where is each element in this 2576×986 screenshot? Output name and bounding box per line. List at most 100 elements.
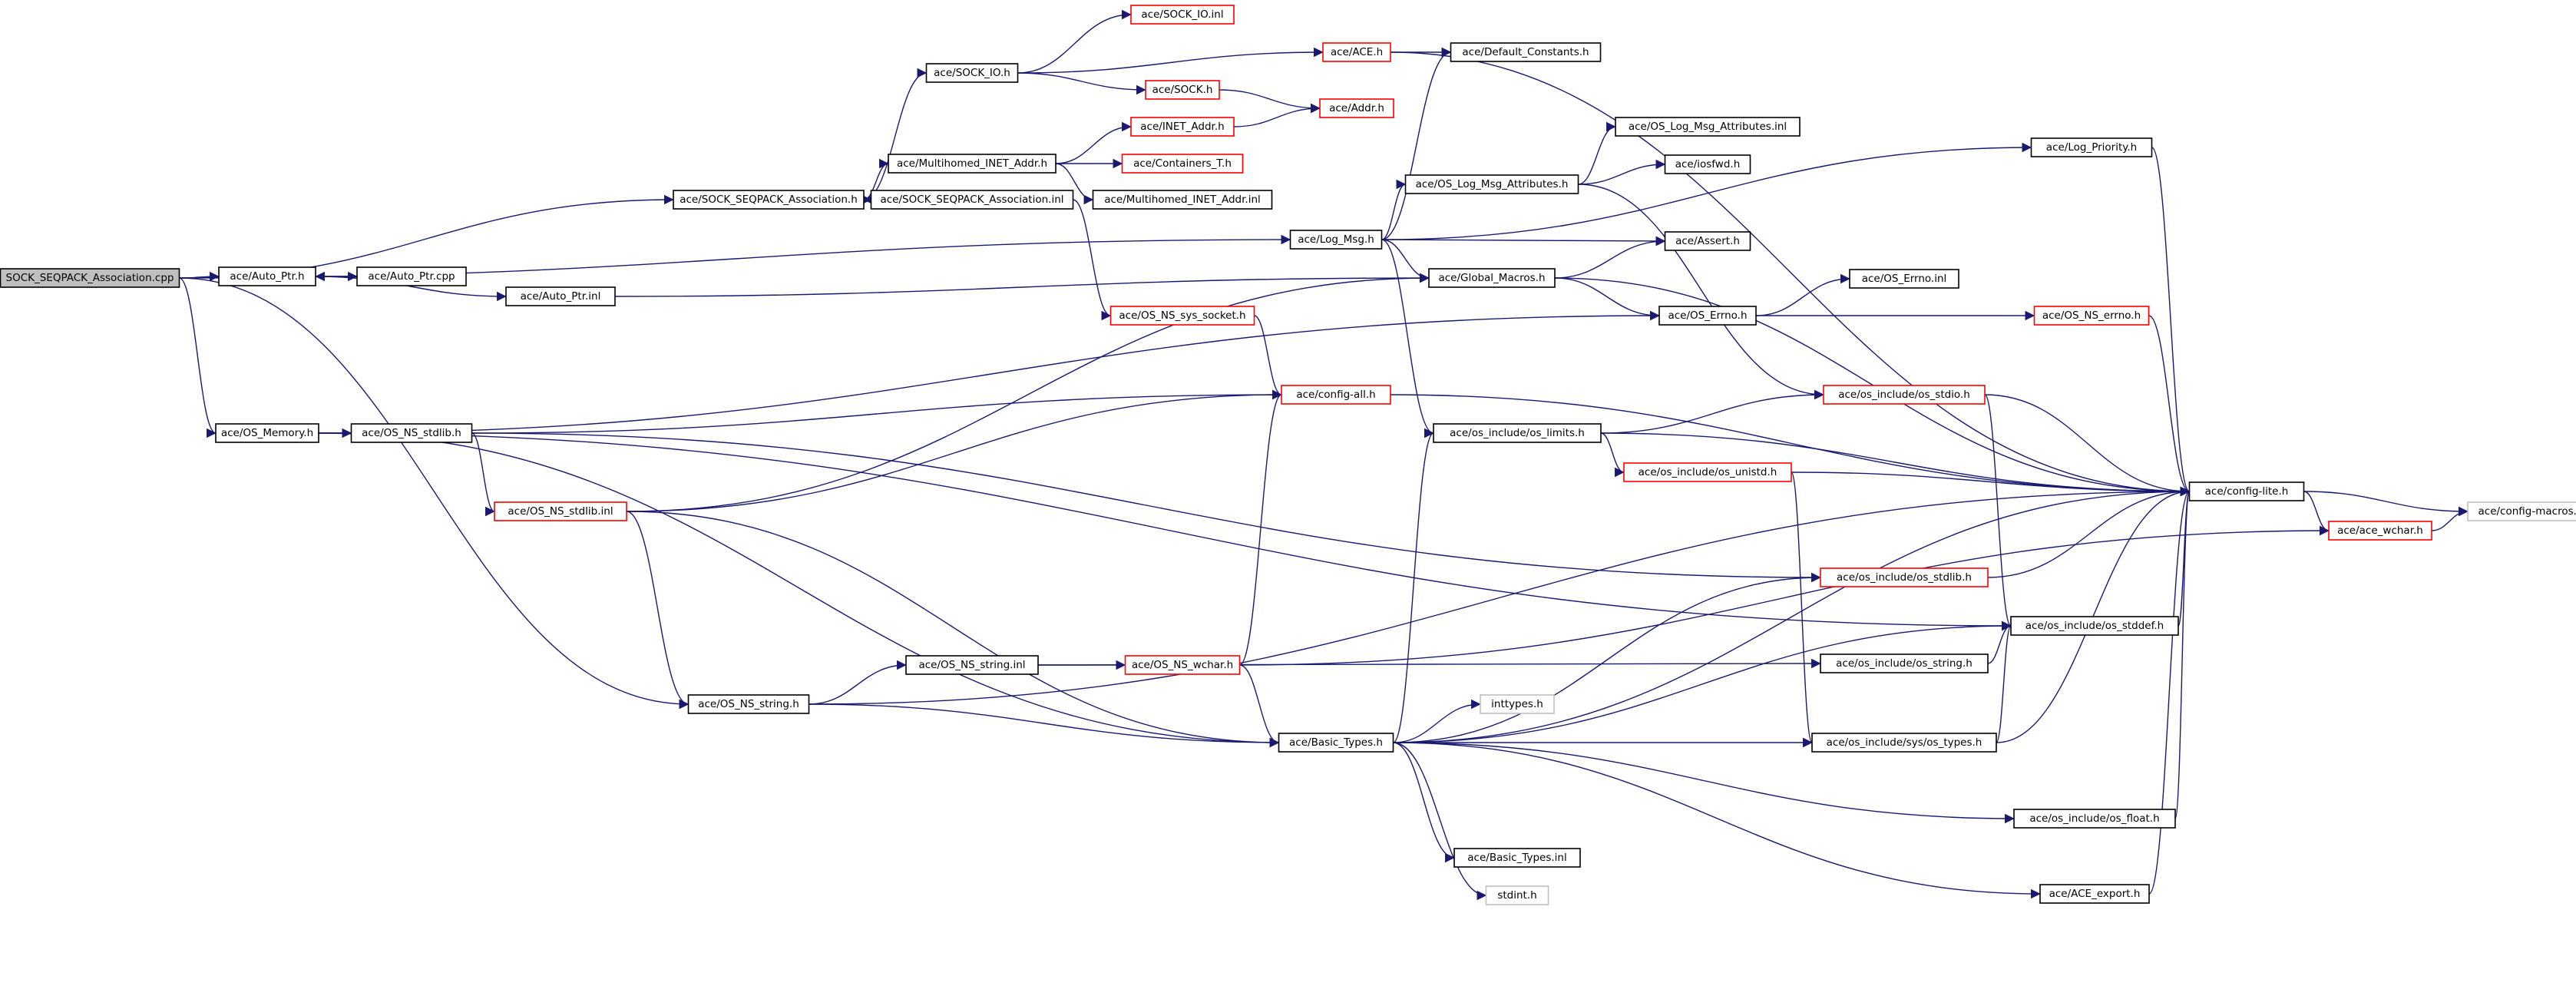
node-auto-ptr-cpp[interactable]: ace/Auto_Ptr.cpp — [356, 266, 467, 286]
node-sock-h[interactable]: ace/SOCK.h — [1145, 80, 1220, 100]
node-box[interactable] — [870, 190, 1074, 210]
node-box[interactable] — [350, 423, 473, 443]
node-iosfwd[interactable]: ace/iosfwd.h — [1664, 154, 1751, 174]
node-basic-types-h[interactable]: ace/Basic_Types.h — [1278, 733, 1394, 753]
node-os-unistd[interactable]: ace/os_include/os_unistd.h — [1623, 462, 1792, 482]
node-global-macros[interactable]: ace/Global_Macros.h — [1428, 268, 1556, 288]
node-os-ns-string-inl[interactable]: ace/OS_NS_string.inl — [905, 655, 1039, 675]
node-log-msg-attr-inl[interactable]: ace/OS_Log_Msg_Attributes.inl — [1615, 117, 1801, 137]
node-box[interactable] — [1820, 567, 1989, 587]
node-box[interactable] — [2039, 884, 2150, 904]
node-box[interactable] — [1433, 423, 1602, 443]
node-log-priority[interactable]: ace/Log_Priority.h — [2030, 137, 2153, 157]
node-os-limits[interactable]: ace/os_include/os_limits.h — [1433, 423, 1602, 443]
node-box[interactable] — [0, 268, 180, 288]
node-sock-seqpack-h[interactable]: ace/SOCK_SEQPACK_Association.h — [673, 190, 865, 210]
node-os-ns-string-h[interactable]: ace/OS_NS_string.h — [687, 694, 810, 714]
node-box[interactable] — [2010, 616, 2179, 636]
node-box[interactable] — [2467, 501, 2576, 521]
node-box[interactable] — [925, 63, 1019, 83]
node-box[interactable] — [1811, 733, 1997, 753]
node-auto-ptr-inl[interactable]: ace/Auto_Ptr.inl — [505, 286, 616, 306]
node-box[interactable] — [356, 266, 467, 286]
node-box[interactable] — [1281, 385, 1391, 405]
node-box[interactable] — [2013, 809, 2176, 829]
node-box[interactable] — [218, 266, 316, 286]
node-os-ns-stdlib-inl[interactable]: ace/OS_NS_stdlib.inl — [494, 501, 627, 521]
node-config-lite[interactable]: ace/config-lite.h — [2188, 481, 2305, 501]
node-sock-io-h[interactable]: ace/SOCK_IO.h — [925, 63, 1019, 83]
node-os-float[interactable]: ace/os_include/os_float.h — [2013, 809, 2176, 829]
node-box[interactable] — [1121, 154, 1244, 174]
node-os-stdio[interactable]: ace/os_include/os_stdio.h — [1823, 385, 1986, 405]
node-box[interactable] — [1480, 694, 1555, 714]
node-box[interactable] — [215, 423, 319, 443]
node-box[interactable] — [1145, 80, 1220, 100]
node-box[interactable] — [1450, 42, 1602, 62]
node-box[interactable] — [2033, 306, 2150, 326]
node-box[interactable] — [1615, 117, 1801, 137]
node-inet-addr[interactable]: ace/INET_Addr.h — [1130, 117, 1235, 137]
node-os-stddef[interactable]: ace/os_include/os_stddef.h — [2010, 616, 2179, 636]
node-os-errno-inl[interactable]: ace/OS_Errno.inl — [1849, 269, 1959, 289]
node-box[interactable] — [1404, 174, 1579, 194]
node-box[interactable] — [494, 501, 627, 521]
node-box[interactable] — [1130, 5, 1235, 25]
node-box[interactable] — [2328, 521, 2432, 541]
node-os-ns-wchar[interactable]: ace/OS_NS_wchar.h — [1124, 655, 1241, 675]
node-ace-export[interactable]: ace/ACE_export.h — [2039, 884, 2150, 904]
node-box[interactable] — [1322, 42, 1391, 62]
node-box[interactable] — [888, 154, 1057, 174]
node-os-memory[interactable]: ace/OS_Memory.h — [215, 423, 319, 443]
node-log-msg[interactable]: ace/Log_Msg.h — [1289, 230, 1383, 250]
node-addr-h[interactable]: ace/Addr.h — [1319, 98, 1394, 118]
node-basic-types-inl[interactable]: ace/Basic_Types.inl — [1453, 848, 1581, 868]
node-assert-h[interactable]: ace/Assert.h — [1664, 231, 1751, 251]
node-root[interactable]: SOCK_SEQPACK_Association.cpp — [0, 268, 180, 288]
node-os-ns-errno[interactable]: ace/OS_NS_errno.h — [2033, 306, 2150, 326]
node-ace-h[interactable]: ace/ACE.h — [1322, 42, 1391, 62]
node-stdint[interactable]: stdint.h — [1485, 885, 1549, 905]
node-box[interactable] — [1849, 269, 1959, 289]
node-sock-io-inl[interactable]: ace/SOCK_IO.inl — [1130, 5, 1235, 25]
node-log-msg-attr-h[interactable]: ace/OS_Log_Msg_Attributes.h — [1404, 174, 1579, 194]
node-box[interactable] — [1820, 653, 1989, 673]
node-multihomed-inl[interactable]: ace/Multihomed_INET_Addr.inl — [1092, 190, 1273, 210]
node-box[interactable] — [1278, 733, 1394, 753]
node-box[interactable] — [1109, 306, 1255, 326]
node-inttypes[interactable]: inttypes.h — [1480, 694, 1555, 714]
node-box[interactable] — [905, 655, 1039, 675]
node-box[interactable] — [2188, 481, 2305, 501]
node-box[interactable] — [673, 190, 865, 210]
node-box[interactable] — [2030, 137, 2153, 157]
node-box[interactable] — [1453, 848, 1581, 868]
node-box[interactable] — [1428, 268, 1556, 288]
node-os-ns-stdlib-h[interactable]: ace/OS_NS_stdlib.h — [350, 423, 473, 443]
node-box[interactable] — [1658, 306, 1757, 326]
node-box[interactable] — [687, 694, 810, 714]
node-sys-os-types[interactable]: ace/os_include/sys/os_types.h — [1811, 733, 1997, 753]
node-os-inc-stdlib[interactable]: ace/os_include/os_stdlib.h — [1820, 567, 1989, 587]
node-os-errno-h[interactable]: ace/OS_Errno.h — [1658, 306, 1757, 326]
node-box[interactable] — [1130, 117, 1235, 137]
node-box[interactable] — [1485, 885, 1549, 905]
node-box[interactable] — [1664, 154, 1751, 174]
node-config-macros[interactable]: ace/config-macros.h — [2467, 501, 2576, 521]
node-box[interactable] — [1823, 385, 1986, 405]
node-default-constants[interactable]: ace/Default_Constants.h — [1450, 42, 1602, 62]
node-multihomed-h[interactable]: ace/Multihomed_INET_Addr.h — [888, 154, 1057, 174]
node-box[interactable] — [1623, 462, 1792, 482]
node-sock-seqpack-inl[interactable]: ace/SOCK_SEQPACK_Association.inl — [870, 190, 1074, 210]
node-box[interactable] — [1319, 98, 1394, 118]
node-os-ns-sys-socket[interactable]: ace/OS_NS_sys_socket.h — [1109, 306, 1255, 326]
node-ace-wchar[interactable]: ace/ace_wchar.h — [2328, 521, 2432, 541]
node-box[interactable] — [1092, 190, 1273, 210]
node-containers-t[interactable]: ace/Containers_T.h — [1121, 154, 1244, 174]
node-box[interactable] — [1289, 230, 1383, 250]
node-os-inc-string[interactable]: ace/os_include/os_string.h — [1820, 653, 1989, 673]
node-box[interactable] — [1124, 655, 1241, 675]
node-box[interactable] — [1664, 231, 1751, 251]
node-box[interactable] — [505, 286, 616, 306]
node-config-all[interactable]: ace/config-all.h — [1281, 385, 1391, 405]
node-auto-ptr-h[interactable]: ace/Auto_Ptr.h — [218, 266, 316, 286]
